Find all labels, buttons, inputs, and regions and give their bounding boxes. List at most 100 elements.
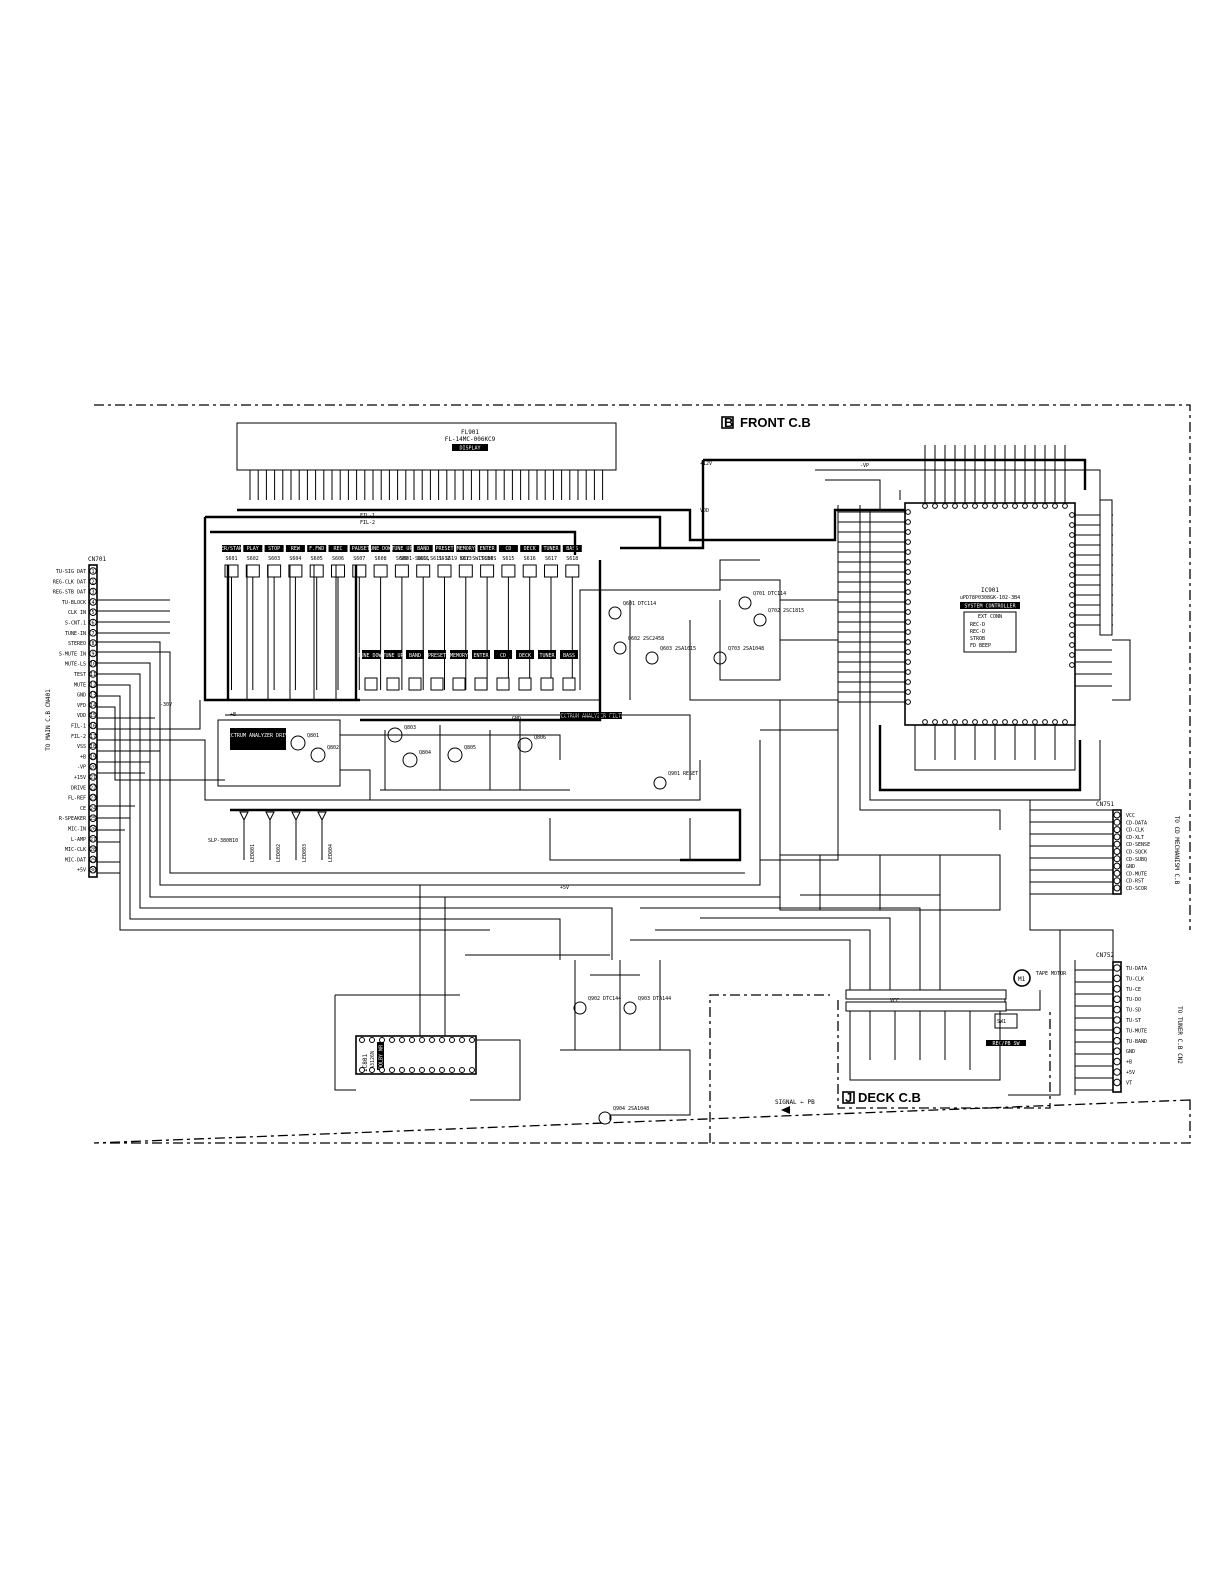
cpu-pin — [1069, 562, 1075, 568]
deck-ic-pin — [409, 1067, 415, 1073]
cpu-pin — [1012, 503, 1018, 509]
cn701-pin-number: 9 — [91, 651, 94, 657]
deck-board-outline: J DECK C.B — [837, 1000, 1051, 1109]
cn752-pin — [1113, 1005, 1121, 1014]
cn701-pin — [89, 865, 97, 874]
svg-text:B: B — [724, 415, 733, 430]
key-lower-box — [406, 650, 424, 659]
deck-ic-pin — [379, 1037, 385, 1043]
cn701-pin-label: MIC-IN — [68, 827, 86, 833]
key-label-box — [222, 545, 241, 552]
cpu-pin — [1069, 552, 1075, 558]
key-ref: S606 — [332, 556, 344, 562]
cn701-pin-number: 26 — [90, 827, 96, 833]
key-label: STOP — [268, 546, 280, 552]
key-ref: S616 — [524, 556, 536, 562]
key-label-box — [498, 545, 518, 552]
svg-text:S601-S609,S611-S619 KEY SWITCH: S601-S609,S611-S619 KEY SWITCHES — [400, 556, 496, 562]
transistor-symbol — [310, 747, 326, 763]
vfd-display: FL901 FL-14MC-006KC9 DISPLAY — [236, 422, 617, 500]
key-switch — [458, 564, 473, 578]
cn701-pin — [89, 721, 97, 730]
cn701-pin-label: STEREO — [68, 641, 86, 647]
cpu-pin — [1069, 572, 1075, 578]
cn701-pin-number: 4 — [91, 600, 94, 606]
cn701-pin — [89, 793, 97, 802]
cn701-pin-number: 1 — [91, 569, 94, 575]
cn701-pin — [89, 804, 97, 812]
key-label-box — [307, 545, 327, 552]
key-label-box — [477, 545, 497, 552]
key-lower-box — [362, 650, 380, 659]
deck-ic-pin — [379, 1067, 385, 1073]
cn701-pin-label: VSS — [77, 744, 86, 750]
cn701-pin — [89, 680, 97, 689]
key-switch — [267, 564, 282, 578]
key-ref: S613 — [460, 556, 472, 562]
deck-ic-pin — [459, 1037, 465, 1043]
key-lower-switch — [430, 677, 444, 691]
key-label: BASS — [566, 546, 578, 552]
key-label-box — [285, 545, 305, 552]
key-lower-box — [494, 650, 512, 659]
svg-text:SW1: SW1 — [997, 1019, 1006, 1025]
cpu-pin — [1069, 622, 1075, 628]
cn701-pin-label: VDD — [77, 713, 86, 719]
key-lower-box — [560, 650, 578, 659]
transistor-label: Q601 DTC114 — [623, 601, 656, 607]
cpu-pin — [1069, 592, 1075, 598]
cpu-pin — [1069, 632, 1075, 638]
cn701-pin-number: 15 — [90, 713, 96, 719]
led-symbol — [239, 811, 249, 822]
key-lower-switch — [540, 677, 554, 691]
cn752-pin — [1113, 995, 1121, 1004]
connector-cn701: CN701 TO MAIN C.B CN401 1TU-SIG DAT2REG-… — [45, 556, 106, 878]
key-ref: S612 — [438, 556, 450, 562]
cn752-pin-label: TU-DATA — [1126, 966, 1147, 972]
transistor-label: Q702 2SC1815 — [768, 608, 804, 614]
cn701-pin-label: MUTE — [74, 682, 86, 688]
cpu-pin — [932, 503, 938, 509]
connector-cn752: CN752 TO TUNER C.B CN2 TU-DATATU-CLKTU-C… — [1096, 952, 1183, 1093]
cn701-pin-label: TUNE-IN — [65, 631, 86, 637]
deck-ic-pin — [389, 1067, 395, 1073]
led-label: LED801 — [250, 844, 256, 862]
key-ref: S607 — [353, 556, 365, 562]
deck-ic-pin — [449, 1037, 455, 1043]
cpu-pin — [905, 669, 911, 675]
svg-text:SPECTRUM ANALYZER DRIVER: SPECTRUM ANALYZER DRIVER — [222, 733, 295, 739]
cpu-pin — [942, 503, 948, 509]
cn751-pin — [1113, 818, 1121, 826]
cn701-pin-number: 11 — [90, 672, 96, 678]
cn752-pin — [1113, 1016, 1121, 1024]
cn751-pin — [1113, 848, 1121, 855]
cpu-pin — [905, 649, 911, 655]
svg-text:SYSTEM CONTROLLER: SYSTEM CONTROLLER — [964, 604, 1016, 610]
cpu-pin — [972, 503, 978, 509]
cpu-pin — [905, 689, 911, 695]
cn751-pin — [1113, 884, 1121, 892]
cpu-pin — [1062, 503, 1068, 509]
transistor-label: Q703 2SA1048 — [728, 646, 764, 652]
deck-ic-pin — [369, 1067, 375, 1073]
cpu-pin — [905, 529, 911, 535]
cpu-pin — [1002, 503, 1008, 509]
svg-text:CN701: CN701 — [88, 556, 106, 563]
cn751-pin-label: GND — [1126, 864, 1135, 870]
led-label: LED804 — [328, 844, 334, 862]
deck-ic-pin — [439, 1067, 445, 1073]
cn701-pin — [89, 567, 97, 575]
cpu-pin — [1032, 719, 1038, 725]
key-switch — [544, 564, 558, 578]
cn752-pin — [1113, 1026, 1121, 1035]
cn701-pin — [89, 845, 97, 853]
cn752-pin-label: TU-CE — [1126, 987, 1141, 993]
deck-ic-pin — [419, 1067, 425, 1073]
svg-text:DECK C.B: DECK C.B — [858, 1090, 921, 1105]
transistor-label: Q902 DTC144 — [588, 996, 621, 1002]
cn751-pin-label: CD-XLT — [1126, 835, 1144, 841]
key-lower-label: DECK — [519, 653, 531, 659]
cn701-pin — [89, 783, 97, 792]
key-label: BAND — [417, 546, 429, 552]
